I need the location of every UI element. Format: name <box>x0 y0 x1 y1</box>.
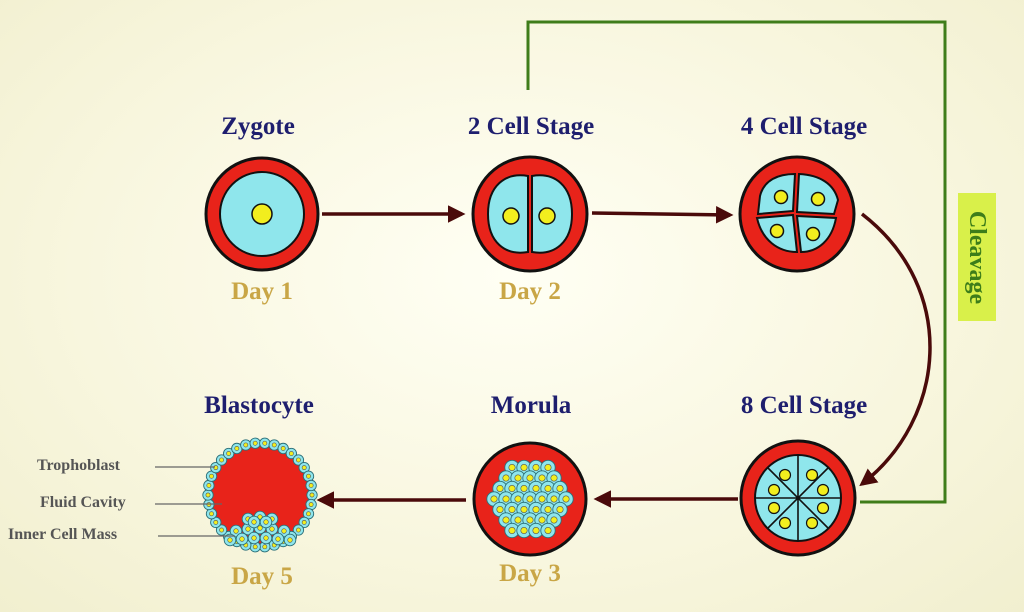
title-zygote: Zygote <box>221 113 295 140</box>
trophoblast-cell <box>305 498 317 511</box>
trophoblast-cell <box>306 489 318 501</box>
inner-mass-cell <box>259 531 273 545</box>
trophoblast-cell <box>268 439 280 451</box>
cleavage-label: Cleavage <box>964 210 991 304</box>
label-inner-cell-mass: Inner Cell Mass <box>8 526 118 543</box>
inner-mass-cell <box>247 531 261 545</box>
trophoblast-cell <box>292 454 305 466</box>
eight-cell-stage <box>739 439 857 557</box>
trophoblast-cell <box>215 454 228 466</box>
trophoblast-cell <box>240 439 252 451</box>
morula <box>472 441 588 557</box>
inner-mass-cell <box>271 532 285 546</box>
day-label-zygote: Day 1 <box>231 278 293 305</box>
morula-cell <box>504 522 520 539</box>
trophoblast-cell <box>292 524 305 536</box>
inner-mass-cell <box>235 532 249 546</box>
two-cell-stage <box>471 155 589 273</box>
inner-mass-cell <box>259 515 273 529</box>
inner-mass-cell <box>223 533 237 547</box>
inner-cell-mass <box>223 510 297 547</box>
blastocyte <box>202 437 318 553</box>
title-8-cell-stage: 8 Cell Stage <box>740 392 868 419</box>
trophoblast-cell <box>277 442 289 455</box>
trophoblast-cell <box>202 489 214 501</box>
morula-cell <box>528 522 544 539</box>
title-morula: Morula <box>490 392 572 419</box>
arrow-2cell-to-4cell <box>591 206 734 224</box>
trophoblast-cell <box>298 516 310 529</box>
inner-mass-cell <box>247 515 261 529</box>
cleavage-bracket <box>526 20 947 504</box>
trophoblast-cell <box>203 479 215 492</box>
cleavage-tag: Cleavage <box>958 193 996 321</box>
inner-mass-cell <box>283 533 297 547</box>
trophoblast-cell <box>259 437 271 449</box>
trophoblast-cell <box>285 447 297 460</box>
trophoblast-cell <box>215 524 228 536</box>
trophoblast-cell <box>305 479 317 492</box>
label-trophoblast: Trophoblast <box>37 457 120 474</box>
label-fluid-cavity: Fluid Cavity <box>40 494 126 511</box>
trophoblast-cell <box>205 508 218 520</box>
morula-cell <box>540 522 556 539</box>
trophoblast-cell <box>249 437 261 449</box>
trophoblast-cell <box>223 447 235 460</box>
trophoblast-cell <box>302 470 315 482</box>
day-label-2-cell: Day 2 <box>499 278 561 305</box>
morula-cell <box>552 501 568 518</box>
title-blastocyte: Blastocyte <box>204 392 314 419</box>
morula-cells <box>486 459 574 539</box>
trophoblast-cell <box>302 508 315 520</box>
title-4-cell-stage: 4 Cell Stage <box>740 113 868 140</box>
four-cell-stage <box>738 155 856 273</box>
title-2-cell-stage: 2 Cell Stage <box>467 113 595 140</box>
day-label-morula: Day 3 <box>499 560 561 587</box>
trophoblast-cell <box>298 461 310 474</box>
arrow-4cell-to-8cell <box>859 212 932 487</box>
trophoblast-cell <box>210 516 222 529</box>
day-label-blastocyte: Day 5 <box>231 563 293 590</box>
morula-cell <box>486 491 502 507</box>
trophoblast-ring <box>202 437 318 553</box>
zygote-cell <box>204 156 320 272</box>
